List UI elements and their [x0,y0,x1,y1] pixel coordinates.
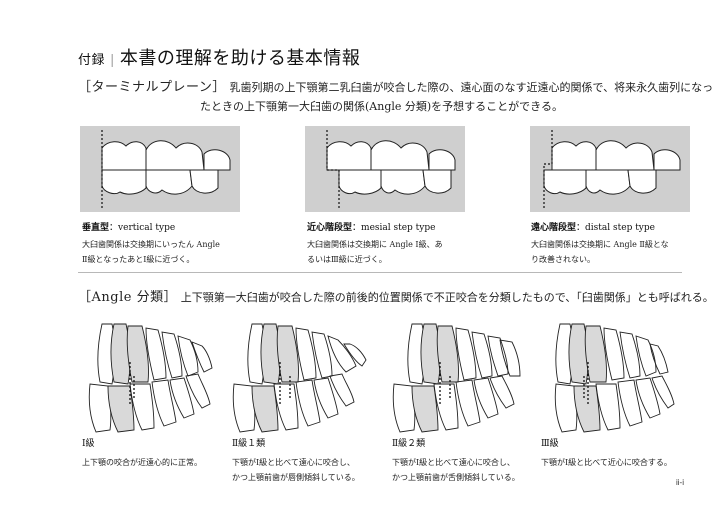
class-desc: 下顎がⅠ級と比べて遠心に咬合し、 [232,458,355,467]
class-name: Ⅲ級 [541,439,559,449]
lower-molar [543,169,587,195]
class-desc: 下顎がⅠ級と比べて遠心に咬合し、 [392,458,515,467]
lower-molar [145,169,193,195]
type-desc: 大臼歯関係は交換期に Angle Ⅰ級、あ [307,240,443,249]
angle-tag: ［Angle 分類］ [78,290,178,305]
terminal-plane-header: ［ターミナルプレーン］ 乳歯列期の上下顎第二乳臼歯が咬合した際の、遠心面のなす近… [78,78,713,116]
class-desc: かつ上顎前歯が唇側傾斜している。 [232,473,360,482]
section-divider [78,272,682,273]
upper-molar [428,149,456,171]
type-desc: Ⅱ級となったあとⅠ級に近づく。 [82,255,195,264]
distal-step-caption: 遠心階段型：distal step type 大臼歯関係は交換期に Angle … [531,220,711,267]
title-text: 本書の理解を助ける基本情報 [119,48,361,69]
mesial-step-caption: 近心階段型：mesial step type 大臼歯関係は交換期に Angle … [307,220,507,267]
mesial-step-figure [305,126,465,212]
upper-molar [203,149,231,171]
distal-step-figure [530,126,690,212]
lower-molar [338,169,382,195]
type-name-en: mesial step type [361,223,436,233]
lower-molar [627,169,657,194]
angle-desc: 上下顎第一大臼歯が咬合した際の前後的位置関係で不正咬合を分類したもので、「臼歯関… [180,291,714,304]
upper-molar [101,141,147,171]
title-divider: | [110,53,115,68]
type-name: 遠心階段型 [531,223,577,233]
type-name-en: vertical type [118,223,176,233]
appendix-label: 付録 [78,53,106,68]
type-desc: 大臼歯関係は交換期にいったん Angle [82,240,220,249]
class-1-figure [88,323,213,433]
class-1-caption: Ⅰ級 上下顎の咬合が近遠心的に正常。 [82,436,232,470]
class-desc: かつ上顎前歯が舌側傾斜している。 [392,473,520,482]
class-name: Ⅱ級１類 [232,439,266,449]
class-2-div-1-figure [232,323,367,433]
upper-molar [145,140,205,171]
class-desc: 下顎がⅠ級と比べて近心に咬合する。 [541,458,672,467]
type-desc: り改善されない。 [531,255,595,264]
type-name: 垂直型 [82,223,110,233]
upper-molar [551,141,597,171]
terminal-plane-line [543,130,553,210]
class-3-caption: Ⅲ級 下顎がⅠ級と比べて近心に咬合する。 [541,436,691,470]
terminal-plane-line [326,130,340,210]
lower-molar [189,169,219,194]
type-sep: ： [352,223,362,233]
lower-molar [422,169,452,194]
page-title: 付録 | 本書の理解を助ける基本情報 [78,44,360,70]
vertical-type-figure [80,126,240,212]
type-sep: ： [109,223,119,233]
class-2-div-2-caption: Ⅱ級２類 下顎がⅠ級と比べて遠心に咬合し、 かつ上顎前歯が舌側傾斜している。 [392,436,542,485]
upper-molar [595,140,655,171]
type-desc: るいはⅢ級に近づく。 [307,255,387,264]
terminal-plane-desc-1: 乳歯列期の上下顎第二乳臼歯が咬合した際の、遠心面のなす近遠心的関係で、将来永久歯… [229,81,714,94]
lower-molar [585,169,631,195]
type-name-en: distal step type [585,223,655,233]
upper-molar [326,141,372,171]
class-desc: 上下顎の咬合が近遠心的に正常。 [82,458,202,467]
class-2-div-1-caption: Ⅱ級１類 下顎がⅠ級と比べて遠心に咬合し、 かつ上顎前歯が唇側傾斜している。 [232,436,382,485]
lower-molar [101,169,147,195]
class-name: Ⅱ級２類 [392,439,426,449]
type-name: 近心階段型 [307,223,353,233]
class-2-div-2-figure [392,323,521,433]
upper-molar [653,149,681,171]
page-number: ii-i [676,478,684,487]
lower-molar [380,169,426,195]
vertical-type-caption: 垂直型：vertical type 大臼歯関係は交換期にいったん Angle Ⅱ… [82,220,282,267]
type-desc: 大臼歯関係は交換期に Angle Ⅱ級とな [531,240,669,249]
class-name: Ⅰ級 [82,439,95,449]
terminal-plane-desc-2: たときの上下顎第一大臼歯の関係(Angle 分類)を予想することができる。 [200,100,563,113]
type-sep: ： [576,223,586,233]
angle-header: ［Angle 分類］ 上下顎第一大臼歯が咬合した際の前後的位置関係で不正咬合を分… [78,288,714,307]
class-3-figure [554,323,675,433]
terminal-plane-tag: ［ターミナルプレーン］ [78,80,226,95]
upper-molar [370,140,430,171]
